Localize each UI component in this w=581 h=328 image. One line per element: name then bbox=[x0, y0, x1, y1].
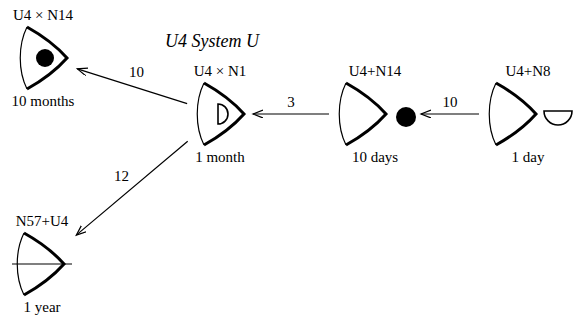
cup-shape bbox=[544, 111, 572, 125]
transition-arrow bbox=[253, 113, 329, 114]
stage-figure: U4 × N14 10 months bbox=[12, 6, 75, 110]
filled-dot bbox=[36, 49, 54, 67]
outer-arc bbox=[346, 83, 386, 145]
formula-label: U4 × N14 bbox=[13, 6, 73, 24]
stage-figure: U4 × N1 1 month bbox=[190, 62, 250, 166]
formula-label: U4+N14 bbox=[349, 62, 402, 80]
time-label: 10 days bbox=[352, 148, 398, 166]
formula-label: U4+N8 bbox=[505, 62, 550, 80]
outer-arc bbox=[204, 83, 244, 145]
formula-label: U4 × N1 bbox=[194, 62, 247, 80]
inner-arc bbox=[197, 83, 204, 145]
half-disc bbox=[218, 104, 228, 124]
outer-arc bbox=[27, 27, 67, 89]
step-count: 10 bbox=[441, 94, 460, 110]
formula-label: N57+U4 bbox=[16, 212, 69, 230]
figure-shape bbox=[482, 80, 574, 148]
stage-figure: N57+U4 1 year bbox=[10, 212, 74, 316]
inner-arc bbox=[489, 83, 496, 145]
cross-line bbox=[12, 263, 72, 264]
filled-dot bbox=[396, 107, 416, 127]
figure-shape bbox=[190, 80, 250, 148]
inner-arc bbox=[339, 83, 346, 145]
time-label: 1 year bbox=[23, 298, 60, 316]
step-count: 10 bbox=[127, 64, 146, 80]
transition-arrow bbox=[421, 113, 479, 114]
figure-shape bbox=[10, 230, 74, 298]
time-label: 1 day bbox=[512, 148, 545, 166]
figure-shape bbox=[13, 24, 73, 92]
diagram-title: U4 System U bbox=[165, 30, 259, 52]
figure-shape bbox=[332, 80, 418, 148]
step-count: 12 bbox=[112, 168, 131, 184]
time-label: 1 month bbox=[195, 148, 245, 166]
transition-arrow bbox=[76, 141, 187, 235]
inner-arc bbox=[20, 27, 27, 89]
outer-arc bbox=[496, 83, 536, 145]
step-count: 3 bbox=[285, 94, 297, 110]
stage-figure: U4+N8 1 day bbox=[482, 62, 574, 166]
stage-figure: U4+N14 10 days bbox=[332, 62, 418, 166]
time-label: 10 months bbox=[12, 92, 75, 110]
